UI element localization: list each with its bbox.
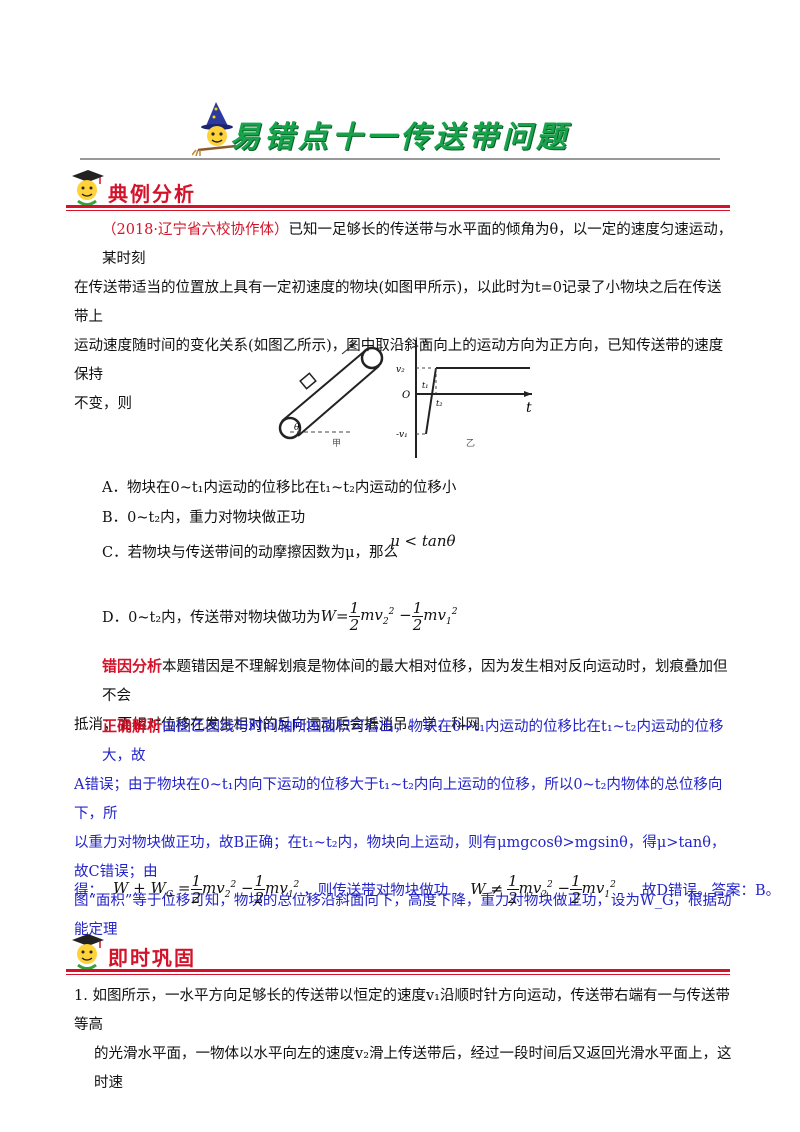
figure-jia-conveyor: θ 甲 xyxy=(278,342,384,449)
correct-analysis-line4: 图“面积”等于位移可知，物块的总位移沿斜面向下，高度下降，重力对物块做正功，设为… xyxy=(74,893,732,938)
option-c: C．若物块与传送带间的动摩擦因数为μ，那么 xyxy=(102,541,398,562)
label-t1: t₁ xyxy=(422,381,428,390)
option-c-math: μ < tanθ xyxy=(390,532,456,550)
label-t2: t₂ xyxy=(436,399,442,408)
correct-analysis-label: 正确解析 xyxy=(102,717,163,735)
wizard-mascot-icon xyxy=(191,102,237,157)
section2-mascot xyxy=(66,932,106,972)
graduate-mascot-icon xyxy=(72,170,104,206)
error-analysis-line1: 本题错因是不理解划痕是物体间的最大相对位移，因为发生相对反向运动时，划痕叠加但不… xyxy=(102,659,728,704)
label-o: O xyxy=(402,390,410,401)
eq1-mv2: mv22 − xyxy=(202,878,254,900)
eq2-mv1: mv12 xyxy=(581,878,616,900)
problem-line3: 运动速度随时间的变化关系(如图乙所示)，图中取沿斜面向上的运动方向为正方向，已知… xyxy=(74,338,724,383)
figure-conveyor-vt: θ 甲 v v₂ O t₁ t₂ t -v₁ 乙 xyxy=(278,338,532,458)
label-minus-v1: -v₁ xyxy=(396,430,408,440)
label-jia: 甲 xyxy=(332,438,341,449)
label-v: v xyxy=(422,338,428,349)
error-analysis-label: 错因分析 xyxy=(102,657,163,675)
option-d-mv1: mv12 xyxy=(423,605,458,627)
exercise-text: 1. 如图所示，一水平方向足够长的传送带以恒定的速度v₁沿顺时针方向运动，传送带… xyxy=(74,982,738,1098)
problem-text: （2018·辽宁省六校协作体）已知一足够长的传送带与水平面的倾角为θ，以一定的速… xyxy=(74,216,734,419)
section1-rule-thin xyxy=(66,210,730,211)
title-mascot xyxy=(191,100,248,157)
error-analysis: 错因分析本题错因是不理解划痕是物体间的最大相对位移，因为发生相对反向运动时，划痕… xyxy=(74,652,738,740)
correct-analysis-line2: A错误；由于物块在0~t₁内向下运动的位移大于t₁~t₂内向上运动的位移，所以0… xyxy=(74,777,723,822)
section1-mascot xyxy=(66,168,106,208)
eq2-lhs: W ≠ xyxy=(470,880,504,898)
correct-analysis-line3: 以重力对物块做正功，故B正确；在t₁~t₂内，物块向上运动，则有μmgcosθ>… xyxy=(74,835,726,880)
option-d-text: D．0~t₂内，传送带对物块做功为 xyxy=(102,609,321,626)
correct-de: 得： xyxy=(74,882,103,899)
page-title: 易错点十一传送带问题 xyxy=(0,112,800,156)
section1-rule xyxy=(66,205,730,208)
option-c-text: C．若物块与传送带间的动摩擦因数为μ，那么 xyxy=(102,545,399,561)
correct-end: 故D错误。答案：B。 xyxy=(641,882,781,899)
option-a: A．物块在0~t₁内运动的位移比在t₁~t₂内运动的位移小 xyxy=(102,480,457,496)
title-left: 易错点十一 xyxy=(230,120,400,155)
correct-mid: ，则传送带对物块做功 xyxy=(303,882,449,899)
exercise-line1: 1. 如图所示，一水平方向足够长的传送带以恒定的速度v₁沿顺时针方向运动，传送带… xyxy=(74,988,730,1033)
option-b: B．0~t₂内，重力对物块做正功 xyxy=(102,510,306,526)
problem-line2: 在传送带适当的位置放上具有一定初速度的物块(如图甲所示)，以此时为t=0记录了小… xyxy=(74,280,722,325)
correct-analysis: 正确解析由图乙图线与时间轴所围面积可看出，物块在0~t₁内运动的位移比在t₁~t… xyxy=(74,712,738,945)
label-t: t xyxy=(526,400,532,416)
eq1-lhs: W + WG = xyxy=(113,878,191,900)
problem-source: （2018·辽宁省六校协作体） xyxy=(102,222,289,238)
eq1-mv1: mv12 xyxy=(265,878,300,900)
label-yi: 乙 xyxy=(466,438,475,449)
problem-line1: 已知一足够长的传送带与水平面的倾角为θ，以一定的速度匀速运动，某时刻 xyxy=(102,222,733,267)
option-d-eq: W= xyxy=(320,607,349,625)
title-right: 传送带问题 xyxy=(400,120,570,155)
graduate-mascot-icon xyxy=(72,934,104,970)
title-divider xyxy=(80,158,720,160)
option-d-mv2: mv22 − xyxy=(360,605,412,627)
label-theta: θ xyxy=(294,423,300,433)
section2-rule-thin xyxy=(66,974,730,975)
label-v2: v₂ xyxy=(396,365,405,375)
section1-heading: 典例分析 xyxy=(108,182,196,206)
correct-analysis-line1: 由图乙图线与时间轴所围面积可看出，物块在0~t₁内运动的位移比在t₁~t₂内运动… xyxy=(102,719,724,764)
exercise-line2: 的光滑水平面，一物体以水平向左的速度v₂滑上传送带后，经过一段时间后又返回光滑水… xyxy=(94,1046,732,1091)
eq2-mv2: mv22 − xyxy=(518,878,571,900)
section2-rule xyxy=(66,969,730,972)
section2-heading: 即时巩固 xyxy=(108,946,196,970)
figure-yi-vt-graph: v v₂ O t₁ t₂ t -v₁ 乙 xyxy=(396,338,532,458)
problem-line4: 不变，则 xyxy=(74,396,132,412)
error-analysis-line2: 抵消；而相对位移在发生相对的反向运动后会抵消吊。学，科网 xyxy=(74,717,480,733)
